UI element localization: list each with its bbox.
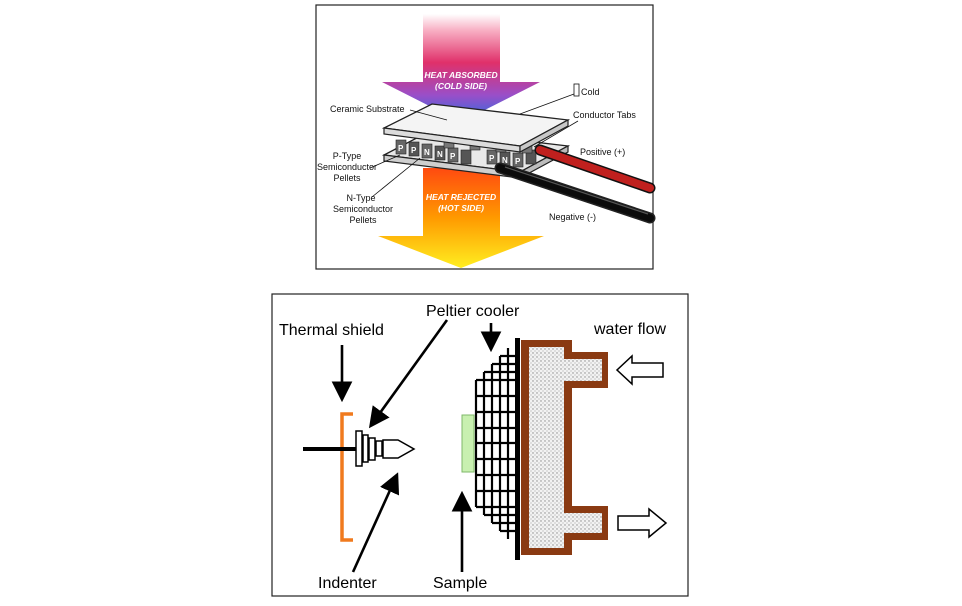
label-n-type-3: Pellets	[349, 215, 377, 225]
heat-rejected-line2: (HOT SIDE)	[438, 203, 484, 213]
peltier-module: P N P N P P N P	[381, 103, 571, 180]
water-inlet-arrow	[615, 354, 664, 386]
pellet-label-n: N	[437, 150, 443, 159]
peltier-cooler	[474, 348, 517, 539]
negative-wire	[494, 162, 656, 224]
label-n-type-1: N-Type	[346, 193, 375, 203]
pellet-label-p: P	[515, 157, 521, 166]
pellet-label-p: P	[398, 144, 404, 153]
label-sample: Sample	[433, 575, 487, 592]
heat-absorbed-arrow	[382, 14, 540, 122]
label-ceramic-substrate: Ceramic Substrate	[330, 104, 405, 114]
label-cold: Cold	[581, 87, 600, 97]
sample	[461, 414, 475, 473]
bottom-panel-frame	[271, 293, 689, 597]
label-n-type-2: Semiconductor	[333, 204, 393, 214]
heat-rejected-arrow	[378, 168, 544, 268]
pellet-label-p: P	[450, 152, 456, 161]
label-p-type-2: Semiconductor	[317, 162, 377, 172]
heat-absorbed-line2: (COLD SIDE)	[435, 81, 487, 91]
pellet-label-p: P	[489, 154, 495, 163]
thermal-shield	[340, 412, 353, 542]
label-negative: Negative (-)	[549, 212, 596, 222]
arrow-peltier-to-indenter	[368, 319, 449, 429]
label-p-type-3: Pellets	[333, 173, 361, 183]
indenter	[303, 430, 416, 467]
label-thermal-shield: Thermal shield	[279, 322, 384, 339]
positive-wire	[534, 144, 656, 194]
label-positive: Positive (+)	[580, 147, 625, 157]
label-indenter: Indenter	[318, 575, 377, 592]
label-peltier-cooler: Peltier cooler	[426, 303, 520, 320]
water-outlet-arrow	[617, 507, 668, 539]
pellet-label-p: P	[411, 146, 417, 155]
arrow-indenter	[351, 472, 400, 573]
label-water-flow: water flow	[593, 321, 666, 338]
water-channel	[529, 347, 602, 548]
cold-plate	[515, 338, 520, 560]
pellet-label-n: N	[502, 156, 508, 165]
heat-rejected-line1: HEAT REJECTED	[426, 192, 496, 202]
pellet-label-n: N	[424, 148, 430, 157]
cold-legend-swatch	[573, 83, 580, 97]
heat-absorbed-line1: HEAT ABSORBED	[424, 70, 497, 80]
label-conductor-tabs: Conductor Tabs	[573, 110, 636, 120]
label-p-type-1: P-Type	[333, 151, 362, 161]
